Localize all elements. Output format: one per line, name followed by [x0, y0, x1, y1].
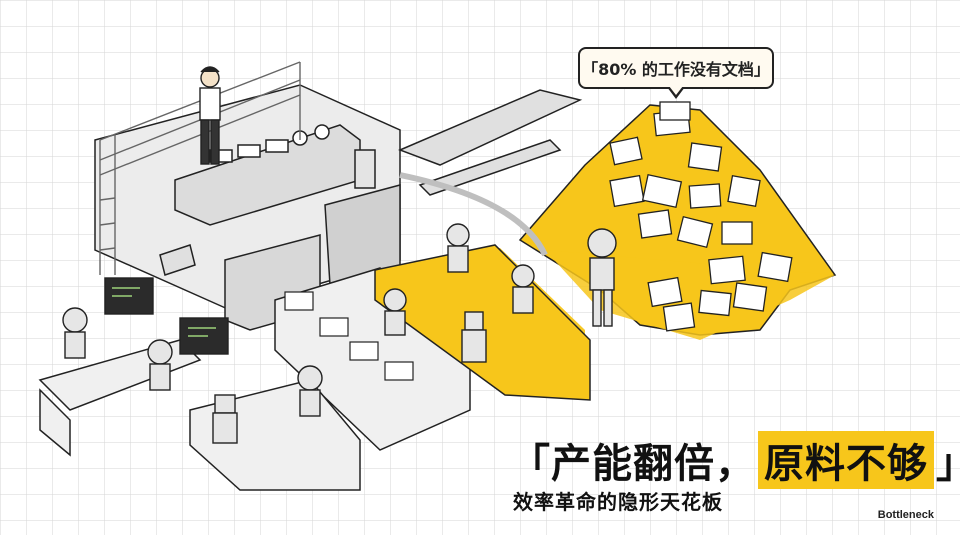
robot-worker: [461, 311, 487, 363]
pipes: [159, 89, 583, 276]
headline-part-2: 」: [936, 431, 960, 489]
brand-label: Bottleneck: [877, 509, 934, 521]
robot-worker: [587, 228, 617, 327]
belt-documents: [284, 291, 414, 381]
speech-bubble: 「80% 的工作没有文档」: [578, 47, 774, 89]
robot-worker: [62, 307, 88, 359]
robots: [62, 223, 617, 444]
supervisor-figure: [199, 66, 221, 165]
speech-bubble-tail-fill: [669, 86, 683, 95]
headline-part-1: 「产能翻倍，: [510, 441, 756, 487]
robot-worker: [511, 264, 535, 314]
robot-worker: [383, 288, 407, 336]
computer-monitors: [104, 277, 229, 355]
robot-worker: [446, 223, 470, 273]
subheadline: 效率革命的隐形天花板: [513, 490, 723, 514]
headline: 「产能翻倍， 原料不够 」: [510, 431, 960, 489]
paper-sheets: [609, 101, 793, 332]
robot-worker: [297, 365, 323, 417]
robot-worker: [212, 394, 238, 444]
robot-worker: [147, 339, 173, 391]
headline-highlight: 原料不够: [758, 431, 934, 489]
